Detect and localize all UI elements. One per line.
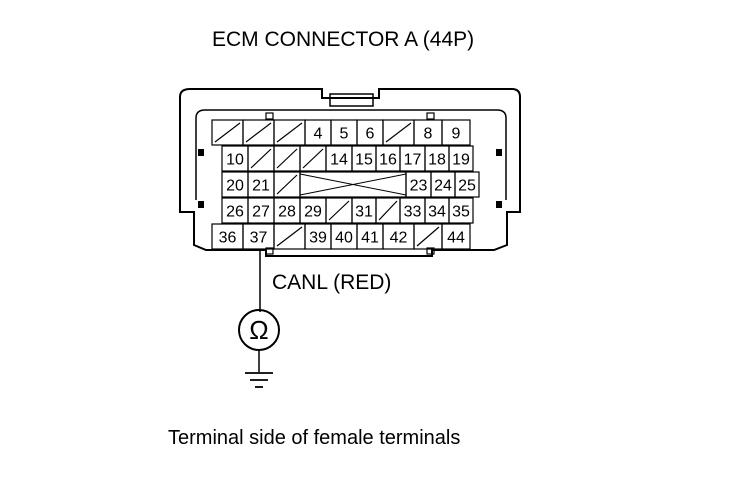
ohmmeter-symbol: Ω	[249, 315, 268, 345]
empty-cavity-mark	[416, 226, 440, 247]
terminal-number: 39	[309, 230, 327, 247]
connector-housing	[179, 88, 521, 257]
terminal-number: 16	[379, 152, 397, 169]
terminal-cell	[441, 223, 471, 250]
terminal-number: 23	[410, 178, 428, 195]
guide-key-bottom-left	[265, 247, 274, 255]
terminal-number: 21	[252, 178, 270, 195]
terminal-number: 27	[252, 204, 270, 221]
side-lock-left-top	[198, 149, 204, 156]
terminal-number: 28	[278, 204, 296, 221]
terminal-number: 10	[226, 152, 244, 169]
terminal-number: 15	[355, 152, 373, 169]
terminal-cell	[441, 119, 471, 146]
terminal-number: 6	[366, 126, 375, 143]
diagram-title: ECM CONNECTOR A (44P)	[212, 28, 475, 51]
connector-latch	[329, 93, 374, 107]
connector-inner-wall	[195, 109, 507, 200]
terminal-number: 44	[447, 230, 465, 247]
cross-line	[299, 173, 407, 196]
side-lock-left-bottom	[198, 201, 204, 208]
empty-cavity-mark	[276, 122, 303, 143]
terminal-cell	[448, 145, 474, 172]
terminal-number: 17	[404, 152, 422, 169]
terminal-number: 8	[424, 126, 433, 143]
empty-cavity-mark	[328, 200, 350, 221]
empty-cavity-mark	[245, 122, 272, 143]
wire-label: CANL (RED)	[272, 271, 392, 294]
terminal-cell	[454, 171, 480, 198]
empty-cavity-mark	[302, 148, 324, 169]
terminal-cell	[448, 197, 474, 224]
empty-cavity-mark	[276, 174, 298, 195]
terminal-number: 33	[404, 204, 422, 221]
empty-cavity-mark	[214, 122, 241, 143]
terminal-number: 41	[361, 230, 379, 247]
empty-cavity-mark	[385, 122, 412, 143]
empty-cavity-mark	[250, 148, 272, 169]
empty-cavity-mark	[378, 200, 398, 221]
guide-key-top-right	[426, 112, 435, 120]
diagram-caption: Terminal side of female terminals	[168, 427, 461, 449]
terminal-number: 14	[330, 152, 348, 169]
terminal-number: 25	[458, 178, 476, 195]
empty-cavity-mark	[276, 226, 303, 247]
terminal-number: 36	[219, 230, 237, 247]
terminal-number: 4	[314, 126, 323, 143]
terminal-number: 5	[340, 126, 349, 143]
terminal-number: 40	[335, 230, 353, 247]
terminal-number: 26	[226, 204, 244, 221]
guide-key-top-left	[265, 112, 274, 120]
terminal-number: 37	[250, 230, 268, 247]
empty-cavity-mark	[276, 148, 298, 169]
terminal-number: 42	[390, 230, 408, 247]
guide-key-bottom-right	[426, 247, 435, 255]
side-lock-right-top	[496, 149, 502, 156]
terminal-number: 29	[304, 204, 322, 221]
terminal-number: 18	[428, 152, 446, 169]
side-lock-right-bottom	[496, 201, 502, 208]
terminal-number: 9	[452, 126, 461, 143]
terminal-number: 34	[428, 204, 446, 221]
terminal-number: 20	[226, 178, 244, 195]
terminal-number: 31	[355, 204, 373, 221]
terminal-number: 19	[452, 152, 470, 169]
terminal-number: 35	[452, 204, 470, 221]
ground-icon	[245, 372, 273, 388]
terminal-number: 24	[434, 178, 452, 195]
